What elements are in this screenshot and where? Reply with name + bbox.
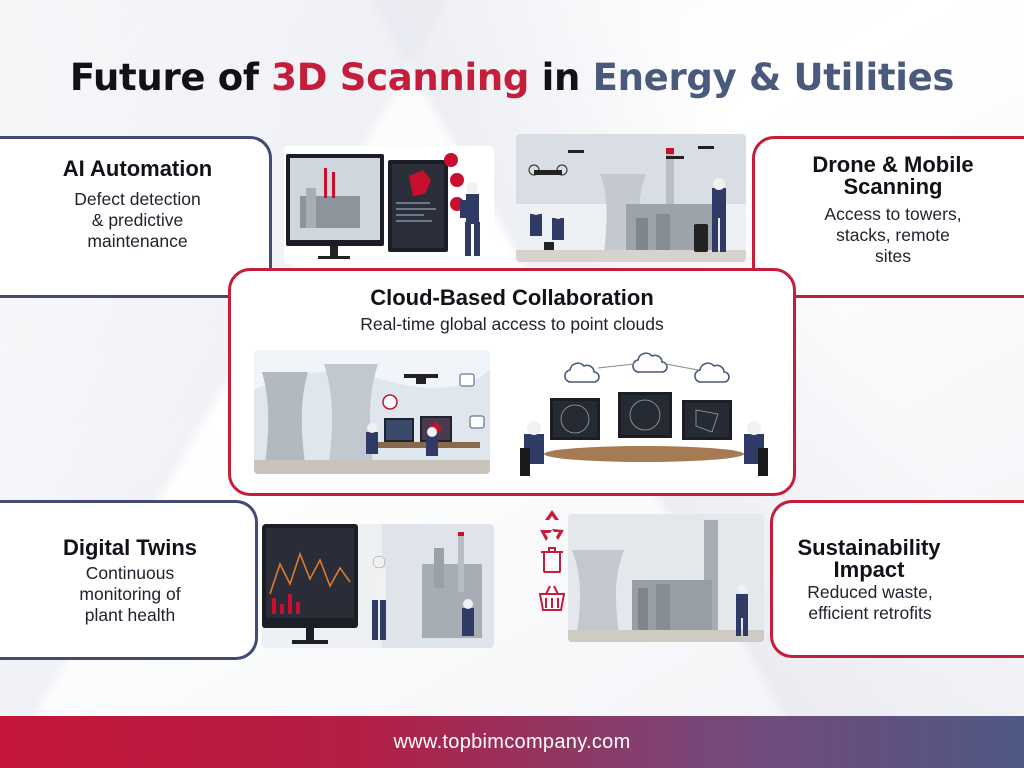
drone-scanning-frame (752, 136, 1024, 298)
shopping-basket-icon (538, 585, 566, 611)
drone-plant-illustration (516, 134, 746, 262)
ai-monitors-svg (284, 146, 494, 264)
digital-twins-title: Digital Twins (62, 535, 198, 560)
ai-automation-frame (0, 136, 272, 298)
digital-twins-text: Continuous monitoring of plant health (79, 563, 181, 625)
page-title: Future of 3D Scanning in Energy & Utilit… (0, 56, 1024, 99)
digital-twins-frame (0, 500, 258, 660)
footer-url-link[interactable]: www.topbimcompany.com (393, 730, 631, 753)
ai-automation-text: Defect detection & predictive maintenanc… (74, 189, 201, 251)
title-part-3: in (529, 56, 593, 99)
sustainability-frame (770, 500, 1024, 658)
drone-scanning-title: Drone & Mobile Scanning (812, 152, 974, 199)
digital-twins-illustration (262, 524, 494, 648)
cloud-collaboration-text: Real-time global access to point clouds (360, 314, 664, 334)
digital-twins-svg (262, 524, 494, 648)
sustainability-plant-illustration (568, 514, 764, 642)
title-part-highlight: 3D Scanning (271, 56, 530, 99)
cloud-desk-svg (516, 348, 772, 476)
sustainability-text: Reduced waste, efficient retrofits (807, 582, 933, 623)
sustainability-plant-svg (568, 514, 764, 642)
drone-plant-svg (516, 134, 746, 262)
recycle-bin-icon (541, 547, 563, 573)
ai-monitors-illustration (284, 146, 494, 264)
drone-scanning-text: Access to towers, stacks, remote sites (824, 204, 962, 266)
recycle-icons-svg (538, 510, 566, 611)
title-part-1: Future of (69, 56, 272, 99)
cloud-towers-illustration (254, 350, 490, 474)
cloud-towers-svg (254, 350, 490, 474)
sustainability-title: Sustainability Impact (797, 535, 941, 582)
cloud-desk-illustration (516, 348, 772, 476)
footer-bar: www.topbimcompany.com (0, 716, 1024, 768)
title-part-industry: Energy & Utilities (592, 56, 955, 99)
sustainability-icon-stack (534, 508, 570, 618)
recycle-icon (540, 510, 564, 541)
ai-automation-title: AI Automation (62, 156, 213, 181)
cloud-collaboration-title: Cloud-Based Collaboration (370, 285, 654, 310)
